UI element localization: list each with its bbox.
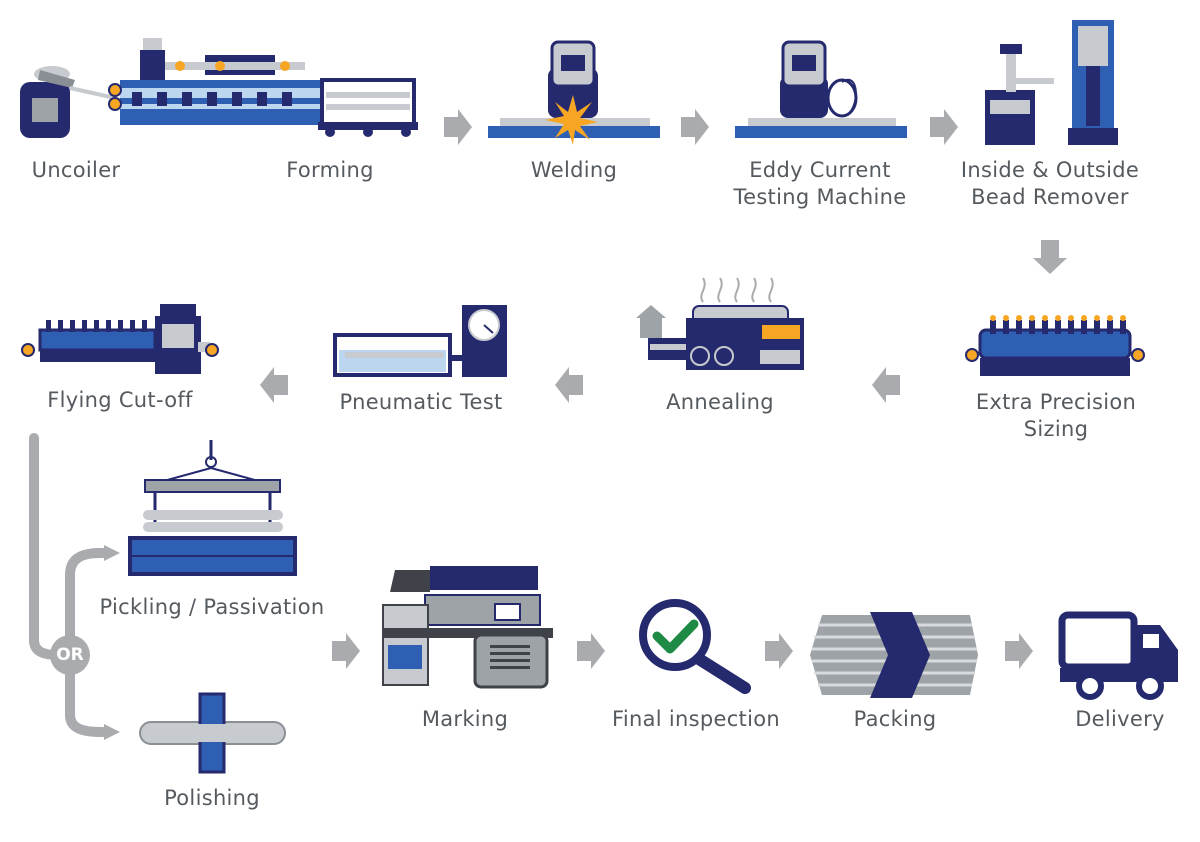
flow-arrow — [765, 633, 793, 669]
flow-arrow — [444, 109, 472, 145]
flow-arrow-left — [872, 367, 900, 403]
roll-forming-machine-icon — [108, 38, 418, 137]
step-label-polishing: Polishing — [164, 786, 260, 810]
flow-arrow — [577, 633, 605, 669]
step-label-welding: Welding — [530, 158, 618, 182]
eddy-current-tester-icon — [735, 40, 907, 138]
or-badge — [50, 635, 90, 675]
crane-pickling-tank-icon — [128, 440, 297, 576]
step-label-uncoiler: Uncoiler — [31, 158, 121, 182]
flow-arrow — [681, 109, 709, 145]
pressure-test-tank-icon — [333, 305, 507, 377]
flow-arrow-down — [1033, 240, 1067, 274]
step-label-marking: Marking — [421, 707, 509, 731]
flow-arrow — [930, 109, 958, 145]
bead-remover-machine-icon — [985, 20, 1118, 145]
truck-icon — [1058, 611, 1178, 700]
flow-arrow — [332, 633, 360, 669]
step-label-sizing-line2: Sizing — [1023, 417, 1089, 441]
step-label-pneumatic: Pneumatic Test — [339, 390, 503, 414]
welder-icon — [488, 40, 660, 145]
or-badge-label: OR — [56, 645, 84, 665]
magnifier-check-icon — [639, 599, 751, 694]
coil-uncoiler-icon — [20, 66, 116, 138]
step-label-inspection: Final inspection — [612, 707, 780, 731]
flow-arrow — [104, 724, 120, 740]
step-label-annealing: Annealing — [666, 390, 774, 414]
flow-arrow — [1005, 633, 1033, 669]
step-label-sizing-line1: Extra Precision — [975, 390, 1137, 414]
flying-saw-icon — [21, 304, 219, 374]
annealing-furnace-icon — [636, 277, 804, 370]
pipe-bundle-icon — [810, 612, 978, 698]
step-label-forming: Forming — [286, 158, 374, 182]
step-label-packing: Packing — [853, 707, 937, 731]
step-label-bead-line1: Inside & Outside — [960, 158, 1140, 182]
step-label-pickling: Pickling / Passivation — [99, 595, 325, 619]
step-label-eddy-line1: Eddy Current — [749, 158, 891, 182]
step-label-bead-line2: Bead Remover — [971, 185, 1129, 209]
flow-arrow — [104, 545, 120, 561]
sizing-mill-icon — [965, 315, 1145, 376]
step-label-cutoff: Flying Cut-off — [47, 388, 193, 412]
pipe-polisher-icon — [139, 692, 286, 774]
step-label-eddy-line2: Testing Machine — [733, 185, 907, 209]
marking-machine-icon — [382, 566, 553, 689]
flow-arrow-left — [555, 367, 583, 403]
flow-arrow-left — [260, 367, 288, 403]
branch-connector — [29, 433, 113, 737]
step-label-delivery: Delivery — [1075, 707, 1165, 731]
